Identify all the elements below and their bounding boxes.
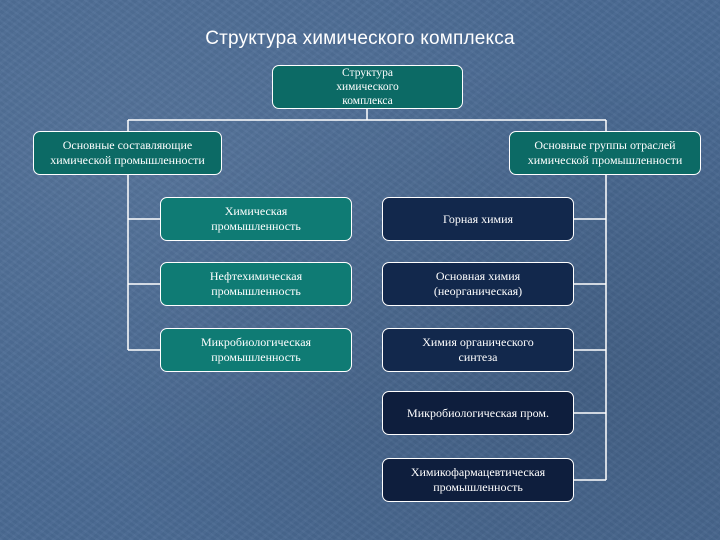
right-item-microbiological: Микробиологическая пром. <box>382 391 574 435</box>
right-item-mining-chemistry: Горная химия <box>382 197 574 241</box>
right-item-pharmaceutical: Химикофармацевтическая промышленность <box>382 458 574 502</box>
left-item-microbiological: Микробиологическая промышленность <box>160 328 352 372</box>
slide-title: Структура химического комплекса <box>205 28 515 49</box>
right-header-box: Основные группы отраслей химической пром… <box>509 131 701 175</box>
left-header-box: Основные составляющие химической промышл… <box>33 131 222 175</box>
right-item-basic-chemistry: Основная химия (неорганическая) <box>382 262 574 306</box>
left-item-petrochemical: Нефтехимическая промышленность <box>160 262 352 306</box>
left-item-chemical: Химическая промышленность <box>160 197 352 241</box>
root-box: Структура химического комплекса <box>272 65 463 109</box>
right-item-organic-synthesis: Химия органического синтеза <box>382 328 574 372</box>
